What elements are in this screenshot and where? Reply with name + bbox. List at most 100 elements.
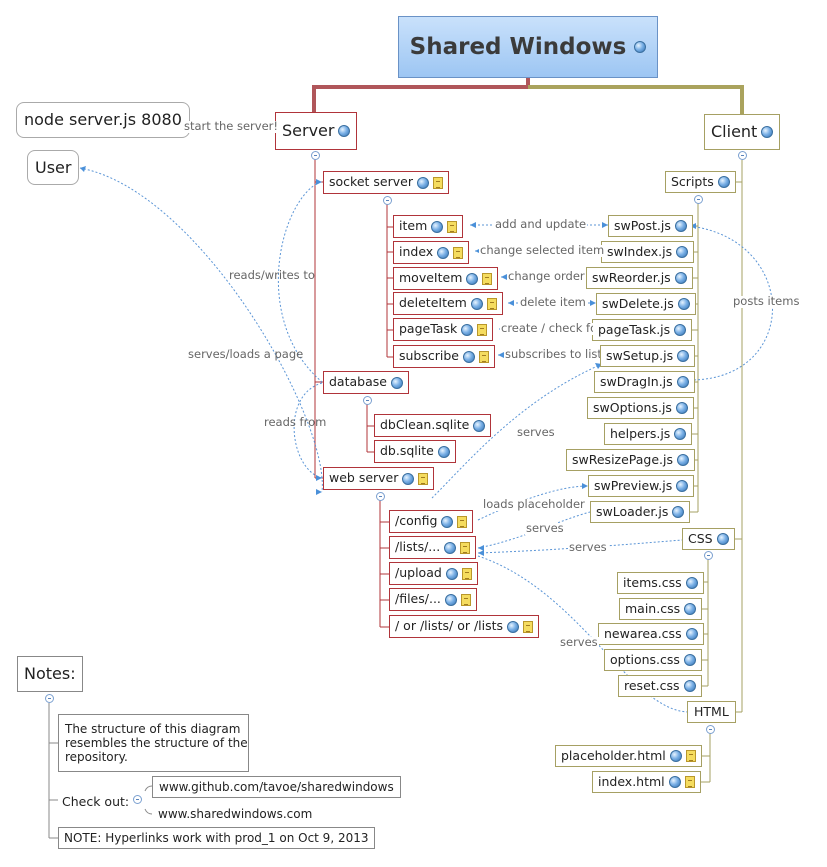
notes-topic[interactable]: Notes: — [17, 656, 83, 692]
collapse-icon[interactable] — [704, 551, 713, 560]
web-child-upload[interactable]: /upload — [389, 562, 478, 585]
database-child-db[interactable]: db.sqlite — [374, 440, 456, 463]
hyperlinks-note-text: NOTE: Hyperlinks work with prod_1 on Oct… — [64, 831, 369, 845]
user-topic[interactable]: User — [27, 150, 80, 185]
notes-tree-lines — [48, 703, 153, 839]
note-icon — [453, 246, 464, 259]
globe-icon — [676, 480, 689, 492]
collapse-icon[interactable] — [45, 694, 54, 703]
relation-label-change-order: change order — [507, 269, 586, 283]
user-label: User — [35, 157, 72, 177]
script-swindex[interactable]: swIndex.js — [601, 241, 695, 263]
node-label: pageTask — [399, 321, 458, 337]
relation-label-subscribes: subscribes to list — [504, 349, 600, 361]
check-out-label: Check out: — [62, 794, 130, 809]
relation-label-add-update: add and update — [494, 217, 588, 231]
collapse-icon[interactable] — [311, 151, 320, 160]
collapse-icon[interactable] — [376, 492, 385, 501]
socket-child-deleteitem[interactable]: deleteItem — [393, 292, 503, 315]
server-label: Server — [282, 121, 335, 140]
css-reset[interactable]: reset.css — [618, 675, 702, 697]
node-label: db.sqlite — [380, 443, 434, 459]
globe-icon — [684, 603, 697, 615]
html-placeholder[interactable]: placeholder.html — [555, 745, 702, 767]
node-label: /lists/... — [395, 539, 441, 555]
script-swresizepage[interactable]: swResizePage.js — [566, 449, 696, 471]
node-label: swDragIn.js — [600, 373, 673, 389]
web-child-lists[interactable]: /lists/... — [389, 536, 477, 559]
socket-server-node[interactable]: socket server — [323, 171, 449, 194]
scripts-node[interactable]: Scripts — [665, 171, 736, 193]
node-label: swDelete.js — [602, 295, 674, 311]
html-node[interactable]: HTML — [687, 701, 736, 723]
web-server-node[interactable]: web server — [323, 467, 435, 490]
relation-label-delete-item: delete item — [519, 295, 587, 309]
css-newarea[interactable]: newarea.css — [598, 623, 704, 645]
note-icon — [482, 272, 493, 285]
relation-label-reads-from: reads from — [264, 415, 327, 429]
notes-label: Notes: — [24, 664, 76, 683]
script-swpost[interactable]: swPost.js — [608, 215, 693, 237]
note-icon — [523, 620, 534, 633]
node-label: swSetup.js — [606, 347, 674, 363]
relation-label-serves-2: serves — [525, 521, 565, 535]
node-label: helpers.js — [610, 425, 671, 441]
notes-structure-line: The structure of this diagram — [65, 722, 241, 736]
central-topic[interactable]: Shared Windows — [398, 16, 658, 78]
socket-child-subscribe[interactable]: subscribe — [393, 345, 495, 368]
css-options[interactable]: options.css — [604, 649, 702, 671]
node-label: item — [399, 218, 428, 234]
script-pagetask[interactable]: pageTask.js — [592, 319, 693, 341]
script-swreorder[interactable]: swReorder.js — [586, 267, 693, 289]
globe-icon — [634, 41, 647, 53]
script-swsetup[interactable]: swSetup.js — [600, 345, 696, 367]
socket-child-pagetask[interactable]: pageTask — [393, 318, 494, 341]
node-label: index.html — [598, 773, 665, 789]
relation-label-loads-placeholder: loads placeholder — [482, 497, 586, 511]
socket-child-index[interactable]: index — [393, 241, 470, 264]
github-link[interactable]: www.github.com/tavoe/sharedwindows — [152, 776, 401, 798]
globe-icon — [683, 680, 696, 692]
relation-label-create-check: create / check for — [500, 323, 593, 335]
css-main[interactable]: main.css — [619, 598, 703, 620]
script-swoptions[interactable]: swOptions.js — [587, 397, 694, 419]
node-label: newarea.css — [604, 625, 682, 641]
node-command-topic[interactable]: node server.js 8080 — [16, 102, 190, 138]
web-child-files[interactable]: /files/... — [389, 588, 477, 611]
script-swloader[interactable]: swLoader.js — [590, 501, 691, 523]
script-helpers[interactable]: helpers.js — [604, 423, 693, 445]
collapse-icon[interactable] — [738, 151, 747, 160]
relation-label-serves-1: serves — [517, 425, 555, 439]
relation-label-change-selected: change selected item — [479, 243, 606, 257]
note-icon — [477, 323, 488, 336]
node-label: /files/... — [395, 591, 441, 607]
collapse-icon[interactable] — [363, 396, 372, 405]
node-label: placeholder.html — [561, 747, 666, 763]
script-swpreview[interactable]: swPreview.js — [588, 475, 695, 497]
css-items[interactable]: items.css — [617, 572, 704, 594]
script-swdelete[interactable]: swDelete.js — [596, 293, 696, 315]
collapse-icon[interactable] — [694, 195, 703, 204]
socket-child-item[interactable]: item — [393, 215, 464, 238]
html-index[interactable]: index.html — [592, 771, 701, 793]
collapse-icon[interactable] — [133, 795, 142, 804]
server-topic[interactable]: Server — [275, 112, 358, 150]
web-server-label: web server — [329, 470, 399, 486]
collapse-icon[interactable] — [383, 196, 392, 205]
globe-icon — [672, 506, 685, 518]
client-topic[interactable]: Client — [704, 114, 781, 150]
css-node[interactable]: CSS — [682, 528, 735, 550]
script-swdragin[interactable]: swDragIn.js — [594, 371, 695, 393]
node-label: swOptions.js — [593, 399, 672, 415]
node-label: subscribe — [399, 348, 459, 364]
web-child-root-lists[interactable]: / or /lists/ or /lists — [389, 615, 540, 638]
css-label: CSS — [688, 530, 713, 546]
database-child-dbclean[interactable]: dbClean.sqlite — [374, 414, 492, 437]
website-link[interactable]: www.sharedwindows.com — [158, 807, 313, 821]
globe-icon — [683, 654, 696, 666]
database-node[interactable]: database — [323, 371, 409, 394]
collapse-icon[interactable] — [706, 725, 715, 734]
notes-structure-box: The structure of this diagram resembles … — [58, 714, 249, 772]
web-child-config[interactable]: /config — [389, 510, 474, 533]
socket-child-moveitem[interactable]: moveItem — [393, 267, 499, 290]
